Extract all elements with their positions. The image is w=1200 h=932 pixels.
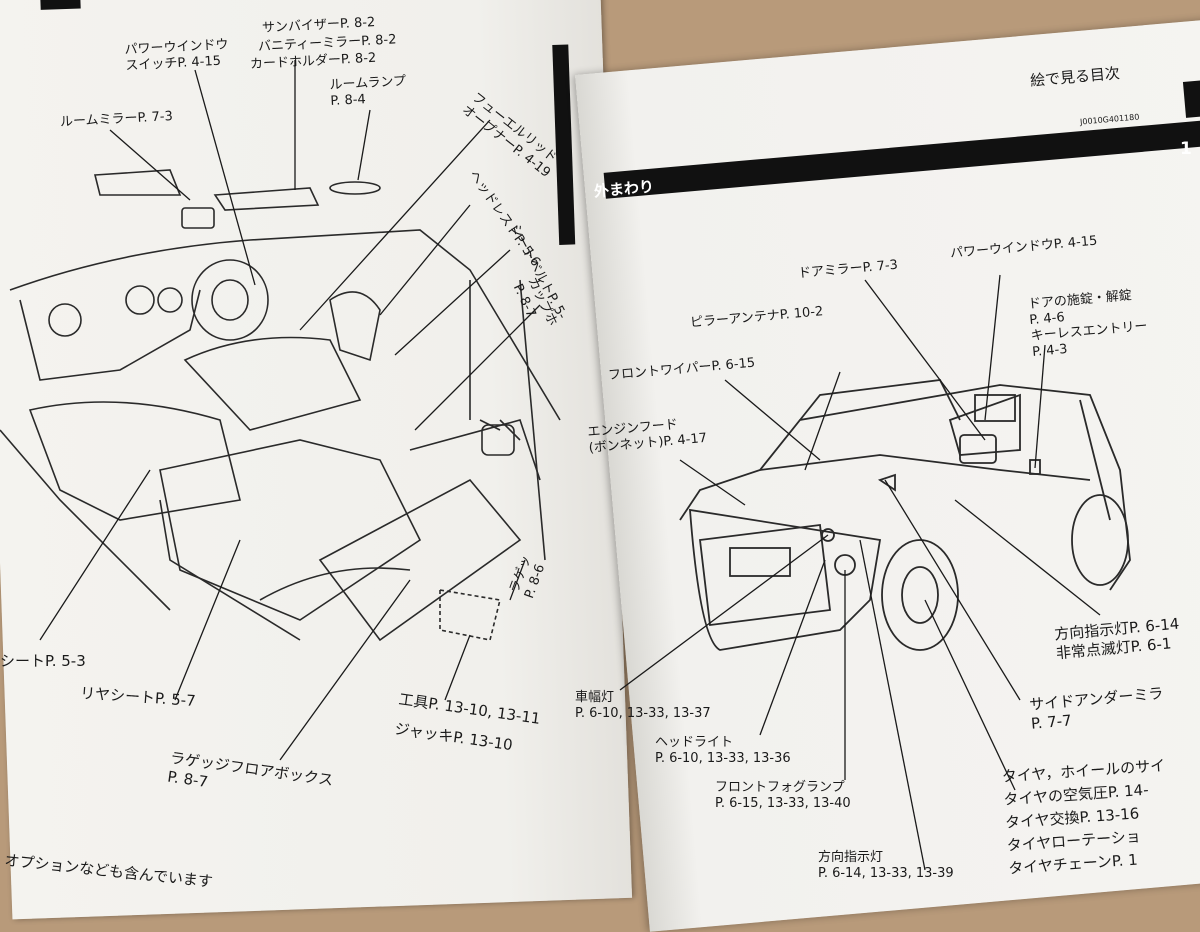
side-lamp-label: 車幅灯 P. 6-10, 13-33, 13-37: [575, 690, 711, 721]
tires-label: タイヤ，ホイールのサイ タイヤの空気圧P. 14- タイヤ交換P. 13-16 …: [1001, 756, 1166, 878]
headlight-label: ヘッドライト P. 6-10, 13-33, 13-36: [655, 735, 791, 766]
vehicle-illustration: [679, 379, 1131, 651]
fog-lamp-label: フロントフォグランプ P. 6-15, 13-33, 13-40: [715, 780, 851, 811]
interior-illustration: [0, 169, 561, 642]
vehicle-leader-lines: [619, 274, 1101, 871]
door-lock-label: ドアの施錠・解錠 P. 4-6 キーレスエントリー P. 4-3: [1027, 288, 1149, 360]
turn-signal-label: 方向指示灯 P. 6-14, 13-33, 13-39: [818, 850, 954, 881]
manual-illustrations: [0, 60, 1131, 871]
power-window-switch-label: パワーウインドウ スイッチP. 4-15: [124, 37, 229, 74]
interior-leader-lines: [39, 60, 541, 761]
seat-label: シートP. 5-3: [0, 652, 86, 670]
chapter-number: 1: [1180, 139, 1192, 159]
room-lamp-label: ルームランプ P. 8-4: [329, 74, 407, 109]
